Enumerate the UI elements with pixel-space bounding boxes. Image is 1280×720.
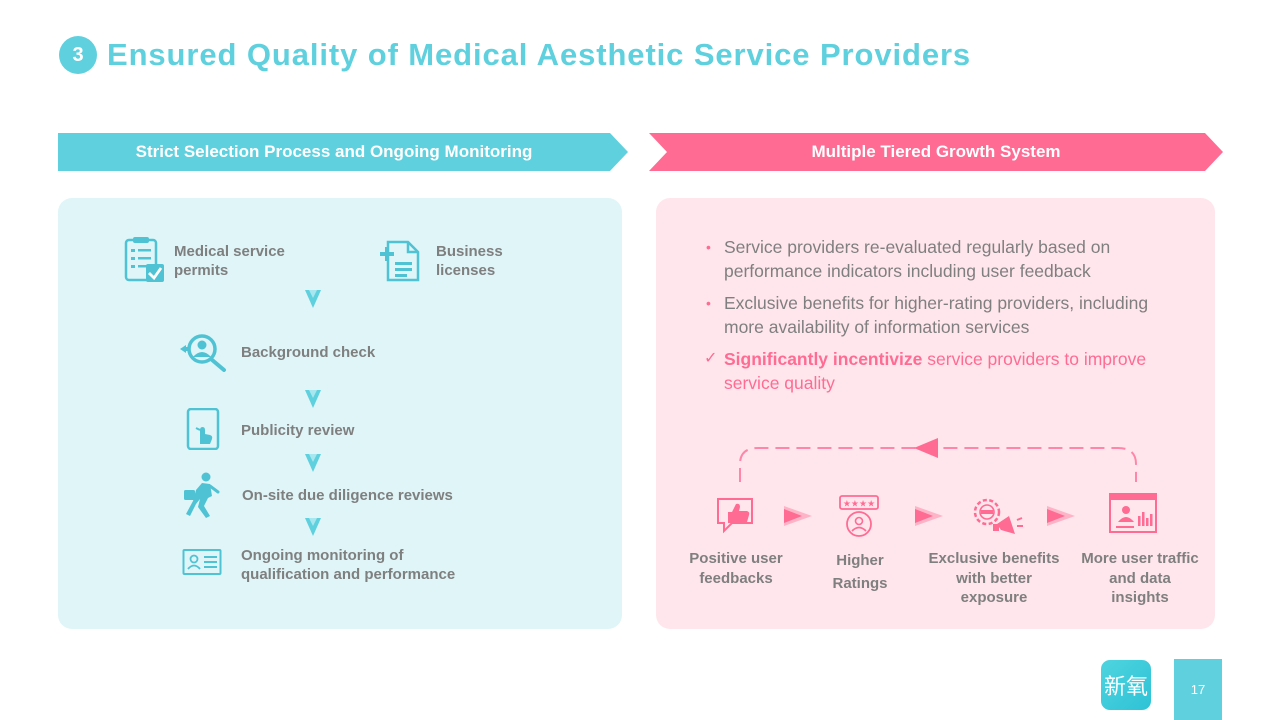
bullet-item: • Service providers re-evaluated regular… xyxy=(704,235,1184,283)
selection-item-medical-permits: Medical service permits xyxy=(124,236,285,284)
section-number-badge: 3 xyxy=(59,36,97,74)
process-down-arrow xyxy=(305,290,321,308)
selection-item-publicity-review: Publicity review xyxy=(186,408,354,450)
id-card-icon xyxy=(182,549,222,575)
selection-item-onsite-review: On-site due diligence reviews xyxy=(182,472,453,520)
right-section-banner: Multiple Tiered Growth System xyxy=(649,133,1223,171)
growth-system-panel: • Service providers re-evaluated regular… xyxy=(656,198,1215,629)
selection-item-label: Medical service permits xyxy=(174,243,285,279)
data-dashboard-icon xyxy=(1109,493,1157,533)
clipboard-check-icon xyxy=(124,237,164,282)
bullet-text: service providers to improve service qua… xyxy=(724,349,1147,393)
check-icon: ✓ xyxy=(704,350,718,367)
company-logo: 新氧 xyxy=(1101,660,1151,710)
flow-step-arrow xyxy=(784,506,812,526)
process-down-arrow xyxy=(305,454,321,472)
selection-item-background-check: Background check xyxy=(178,332,375,372)
bullet-strong-text: Significantly incentivize xyxy=(724,349,923,369)
flow-label-exclusive-benefits: Exclusive benefits with better exposure xyxy=(928,550,1060,606)
selection-item-label: On-site due diligence reviews xyxy=(242,487,453,504)
flow-step-arrow xyxy=(1047,506,1075,526)
magnifier-person-icon xyxy=(180,334,226,372)
selection-item-label: Ongoing monitoring of qualification and … xyxy=(241,547,456,583)
tablet-touch-icon xyxy=(186,408,220,450)
flow-step-arrow xyxy=(915,506,943,526)
selection-item-business-licenses: Business licenses xyxy=(380,240,503,282)
bullet-item-highlight: ✓ Significantly incentivize service prov… xyxy=(704,347,1184,395)
bullet-text: Service providers re-evaluated regularly… xyxy=(724,237,1111,281)
flow-label-higher-ratings: Higher Ratings xyxy=(832,552,888,592)
bullet-item: • Exclusive benefits for higher-rating p… xyxy=(704,291,1184,339)
feedback-loop-arrow xyxy=(739,438,1137,482)
selection-item-label: Background check xyxy=(241,344,376,361)
page-number: 17 xyxy=(1174,659,1222,720)
document-plus-icon xyxy=(380,240,420,282)
megaphone-gear-icon xyxy=(973,498,1023,534)
growth-bullet-list: • Service providers re-evaluated regular… xyxy=(704,235,1184,403)
walking-person-icon xyxy=(184,472,220,518)
svg-text:★★★★: ★★★★ xyxy=(843,500,875,510)
slide-title-text: Ensured Quality of Medical Aesthetic Ser… xyxy=(107,37,972,72)
selection-item-label: Publicity review xyxy=(241,422,355,439)
selection-item-ongoing-monitoring: Ongoing monitoring of qualification and … xyxy=(182,547,456,584)
flow-label-user-traffic: More user traffic and data insights xyxy=(1081,550,1199,606)
left-section-banner: Strict Selection Process and Ongoing Mon… xyxy=(58,133,628,171)
selection-process-panel: Medical service permits Business license… xyxy=(58,198,622,629)
bullet-text: Exclusive benefits for higher-rating pro… xyxy=(724,293,1149,337)
selection-item-label: Business licenses xyxy=(436,243,503,279)
bullet-dot: • xyxy=(706,239,711,255)
thumbs-up-icon xyxy=(717,498,753,534)
process-down-arrow xyxy=(305,518,321,536)
bullet-dot: • xyxy=(706,295,711,311)
slide-title: 3 Ensured Quality of Medical Aesthetic S… xyxy=(59,36,971,74)
process-down-arrow xyxy=(305,390,321,408)
flow-label-positive-feedbacks: Positive user feedbacks xyxy=(689,550,783,587)
rating-stars-icon: ★★★★ xyxy=(839,495,879,537)
